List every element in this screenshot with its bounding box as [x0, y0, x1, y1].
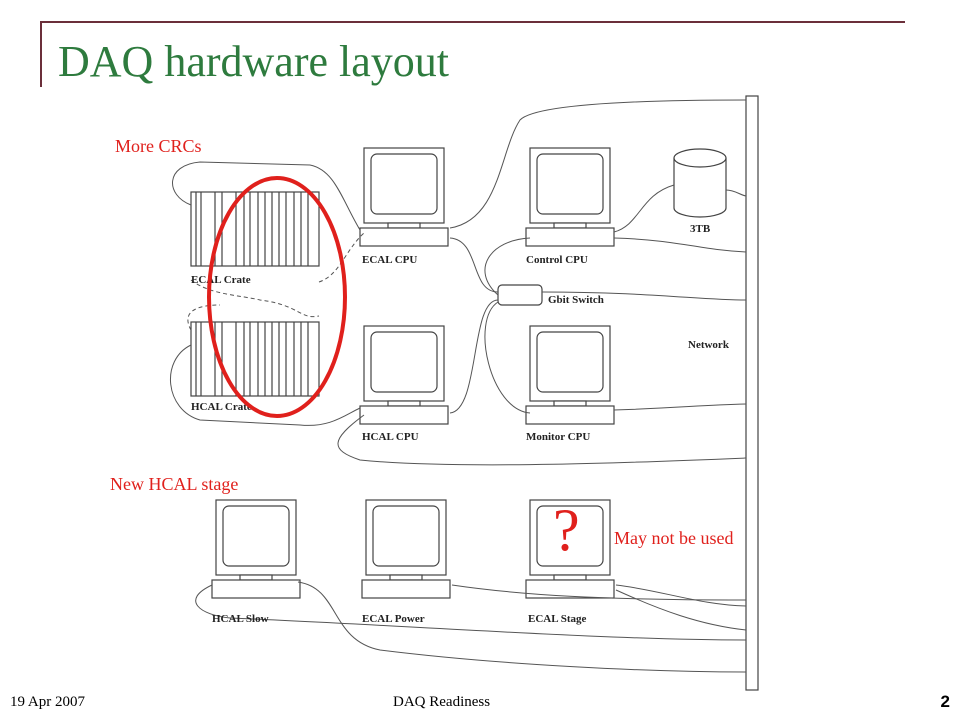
footer-date: 19 Apr 2007 [10, 694, 85, 710]
label-ecal-power: ECAL Power [362, 613, 425, 625]
label-gbit-switch: Gbit Switch [548, 294, 604, 306]
crc-highlight-ellipse [207, 176, 347, 418]
annotation-new-hcal-stage: New HCAL stage [110, 474, 239, 494]
label-ecal-crate: ECAL Crate [191, 274, 251, 286]
gbit-switch-box [497, 284, 543, 306]
network-backbone [745, 95, 759, 691]
label-storage: 3TB [690, 223, 711, 235]
annotation-may-not-be-used: May not be used [614, 528, 734, 548]
label-hcal-cpu: HCAL CPU [362, 431, 419, 443]
monitor-cpu-computer [525, 325, 615, 425]
slide-title: DAQ hardware layout [58, 37, 449, 86]
storage-cylinder [673, 148, 727, 218]
control-cpu-computer [525, 147, 615, 247]
label-ecal-cpu: ECAL CPU [362, 254, 417, 266]
footer-center-title: DAQ Readiness [393, 694, 491, 710]
ecal-cpu-computer [359, 147, 449, 247]
page-number: 2 [940, 692, 950, 711]
label-hcal-slow: HCAL Slow [212, 613, 269, 625]
hcal-cpu-computer [359, 325, 449, 425]
label-hcal-crate: HCAL Crate [191, 401, 252, 413]
ecal-crate [190, 191, 320, 267]
annotation-question-mark: ? [553, 497, 580, 563]
label-network: Network [688, 339, 730, 351]
hcal-slow-computer [211, 499, 301, 599]
label-ecal-stage: ECAL Stage [528, 613, 586, 625]
ecal-power-computer [361, 499, 451, 599]
label-monitor-cpu: Monitor CPU [526, 431, 590, 443]
label-control-cpu: Control CPU [526, 254, 588, 266]
title-frame-left-rule [40, 21, 42, 87]
network-cables [170, 99, 747, 673]
annotation-more-crcs: More CRCs [115, 136, 202, 156]
title-frame-top-rule [40, 21, 905, 23]
